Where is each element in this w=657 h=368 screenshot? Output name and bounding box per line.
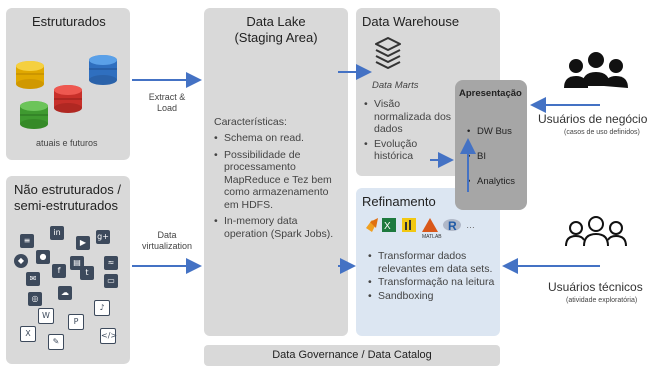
refinamento-feature-list: Transformar dados relevantes em data set… bbox=[366, 250, 496, 302]
caracteristicas-label: Características: bbox=[214, 116, 287, 128]
blue-database-icon bbox=[89, 55, 117, 85]
structured-databases-icon bbox=[16, 55, 117, 129]
red-database-icon bbox=[54, 85, 82, 113]
apresentacao-list: DW Bus BI Analytics bbox=[465, 126, 525, 187]
layers-icon bbox=[375, 37, 401, 69]
media-icon: ▶ bbox=[76, 236, 90, 250]
data-lake-feature-list: Schema on read. Possibilidade de process… bbox=[212, 132, 342, 240]
apresentacao-item: BI bbox=[465, 151, 525, 162]
shield-icon: ◆ bbox=[14, 254, 28, 268]
svg-text:R: R bbox=[448, 219, 457, 233]
reddit-icon: ● bbox=[36, 250, 50, 264]
nao-estruturados-title-2: semi-estruturados bbox=[14, 198, 119, 213]
governance-bar: Data Governance / Data Catalog bbox=[204, 345, 500, 366]
audio-file-icon: ♪ bbox=[94, 300, 110, 316]
data-marts-label: Data Marts bbox=[372, 80, 419, 91]
data-warehouse-feature-list: Visão normalizada dos dados Evolução his… bbox=[362, 98, 458, 163]
facebook-icon: f bbox=[52, 264, 66, 278]
data-lake-feature: Schema on read. bbox=[212, 132, 342, 145]
governance-label: Data Governance / Data Catalog bbox=[272, 349, 432, 361]
excel-icon: X bbox=[382, 218, 396, 232]
usuarios-negocio-subtitle: (casos de uso definidos) bbox=[564, 129, 640, 136]
python-icon bbox=[366, 218, 378, 232]
apresentacao-item: Analytics bbox=[465, 176, 525, 187]
usuarios-tecnicos-title: Usuários técnicos bbox=[548, 280, 643, 294]
ppt-file-icon: P bbox=[68, 314, 84, 330]
matlab-icon: MATLAB bbox=[422, 218, 442, 240]
code-file-icon: </> bbox=[100, 328, 117, 344]
estruturados-panel: Estruturados bbox=[6, 8, 130, 160]
id-card-icon: ▭ bbox=[104, 274, 118, 288]
twitter-icon: t bbox=[80, 266, 94, 280]
usuarios-negocio-title: Usuários de negócio bbox=[538, 112, 648, 126]
data-lake-feature: In-memory data operation (Spark Jobs). bbox=[212, 215, 342, 240]
news-icon: ≡ bbox=[20, 234, 34, 248]
extract-load-label: Extract & Load bbox=[148, 92, 186, 113]
estruturados-title: Estruturados bbox=[32, 14, 106, 29]
refinamento-feature: Transformar dados relevantes em data set… bbox=[366, 250, 496, 275]
database-icon: ◎ bbox=[28, 292, 42, 306]
data-lake-panel: Data Lake (Staging Area) Características… bbox=[204, 8, 348, 336]
nao-estruturados-title-1: Não estruturados / bbox=[14, 182, 121, 197]
data-virtualization-label: Data virtualization bbox=[141, 230, 193, 251]
refinamento-panel: Refinamento X MATLAB R … Transformar dad… bbox=[356, 188, 500, 336]
group-outline-icon bbox=[565, 216, 627, 247]
powerbi-icon bbox=[402, 218, 416, 232]
chat-icon: ☁ bbox=[58, 286, 72, 300]
excel-file-icon: X bbox=[20, 326, 36, 342]
mail-icon: ✉ bbox=[26, 272, 40, 286]
tool-icons: X MATLAB R … bbox=[366, 218, 475, 240]
apresentacao-item: DW Bus bbox=[465, 126, 525, 137]
refinamento-feature: Sandboxing bbox=[366, 290, 496, 303]
apresentacao-title: Apresentação bbox=[459, 88, 522, 99]
usuarios-tecnicos-subtitle: (atividade exploratória) bbox=[566, 297, 638, 304]
google-plus-icon: g+ bbox=[96, 230, 110, 244]
svg-text:X: X bbox=[384, 221, 391, 232]
data-warehouse-title: Data Warehouse bbox=[362, 14, 460, 29]
group-filled-icon bbox=[564, 52, 628, 88]
svg-text:MATLAB: MATLAB bbox=[422, 234, 442, 240]
data-lake-feature: Possibilidade de processamento MapReduce… bbox=[212, 149, 342, 212]
estruturados-subtitle: atuais e futuros bbox=[36, 138, 98, 148]
green-database-icon bbox=[20, 101, 48, 129]
data-lake-subtitle: (Staging Area) bbox=[234, 30, 318, 45]
data-lake-title: Data Lake bbox=[246, 14, 306, 29]
word-file-icon: W bbox=[38, 308, 54, 324]
apresentacao-panel: Apresentação DW Bus BI Analytics bbox=[455, 80, 527, 210]
data-warehouse-feature: Visão normalizada dos dados bbox=[362, 98, 458, 136]
refinamento-feature: Transformação na leitura bbox=[366, 276, 496, 289]
data-warehouse-feature: Evolução histórica bbox=[362, 138, 458, 163]
pdf-file-icon: ✎ bbox=[48, 334, 64, 350]
refinamento-title: Refinamento bbox=[362, 194, 436, 209]
rss-icon: ≈ bbox=[104, 256, 118, 270]
r-icon: R bbox=[443, 219, 461, 233]
svg-text:…: … bbox=[466, 220, 475, 230]
nao-estruturados-panel: Não estruturados / semi-estruturados ≡ i… bbox=[6, 176, 130, 364]
yellow-database-icon bbox=[16, 61, 44, 89]
linkedin-icon: in bbox=[50, 226, 64, 240]
